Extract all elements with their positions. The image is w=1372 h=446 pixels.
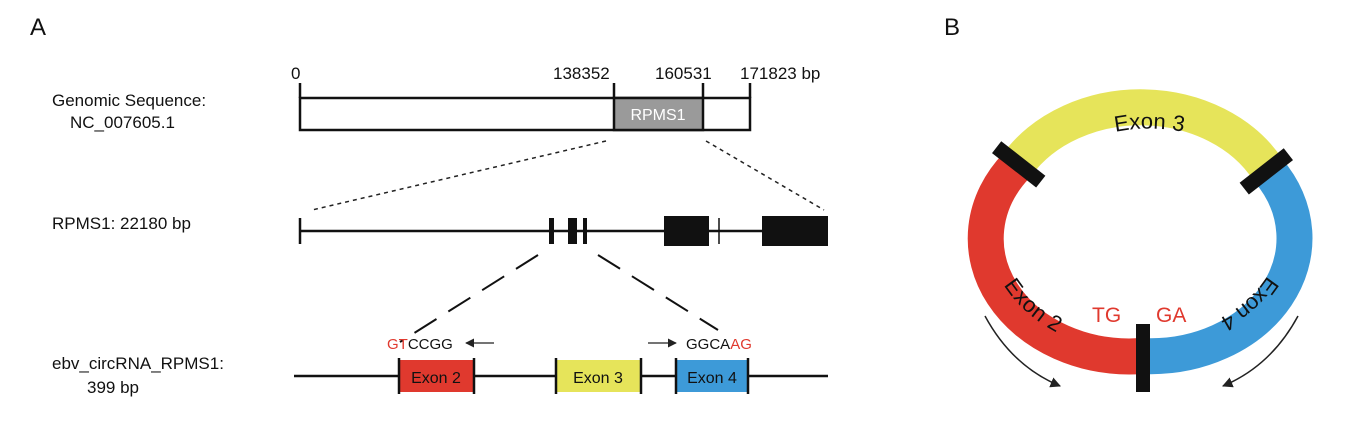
circrna-label-line1: ebv_circRNA_RPMS1: (52, 354, 224, 373)
junction-bar-right (1239, 148, 1293, 195)
exon2-box (399, 360, 474, 392)
exon2-label: Exon 2 (411, 370, 461, 387)
zoom-line-left (311, 140, 607, 211)
ring-exon2-arc (967, 152, 1144, 375)
circrna-ring: Exon 3 Exon 2 Exon 4 TG GA (967, 89, 1313, 392)
junction-bar-bottom (1136, 324, 1150, 392)
splice-seq-right-red: AG (730, 336, 752, 353)
ring-junction-left-label: TG (1092, 304, 1121, 327)
exon-block (664, 216, 709, 246)
exon3-label: Exon 3 (573, 370, 623, 387)
tick-label-138352: 138352 (553, 64, 610, 83)
splice-seq-right: GGCAAG (686, 336, 752, 353)
circrna-label-line2: 399 bp (87, 378, 139, 397)
rpms1-gene-label: RPMS1 (630, 107, 685, 124)
rpms1-gene-structure (298, 216, 828, 246)
ring-junction-right-label: GA (1156, 304, 1186, 327)
curved-arrow-right-icon (1222, 315, 1299, 388)
exon-block (568, 218, 577, 244)
curved-arrow-left-icon (984, 315, 1061, 388)
rpms1-length-label: RPMS1: 22180 bp (52, 214, 191, 233)
tick-label-171823: 171823 bp (740, 64, 821, 83)
exon3-box (556, 360, 641, 392)
exon-block (762, 216, 828, 246)
panel-label-a: A (30, 14, 47, 41)
ring-exon3-label: Exon 3 (1112, 108, 1186, 136)
splice-seq-left-red: GT (387, 336, 408, 353)
splice-seq-left: GTCCGG (387, 336, 453, 353)
genomic-sequence-bar: RPMS1 (298, 83, 752, 132)
splice-seq-right-black: GGCA (686, 336, 730, 353)
exon-block (549, 218, 554, 244)
genomic-label-line2: NC_007605.1 (70, 113, 175, 132)
exon4-label: Exon 4 (687, 370, 737, 387)
ring-exon4-arc (1141, 158, 1313, 375)
rpms1-gene-box (612, 96, 705, 132)
circrna-exon-structure: Exon 2 Exon 3 Exon 4 (294, 358, 828, 394)
zoom-line-right (705, 140, 825, 211)
tick-label-0: 0 (291, 64, 301, 83)
junction-bar-left (992, 141, 1046, 188)
exon4-box (676, 360, 748, 392)
ring-exon3-arc (1002, 89, 1284, 181)
splice-seq-left-black: CCGG (408, 336, 453, 353)
exon-block (583, 218, 587, 244)
tick-label-160531: 160531 (655, 64, 712, 83)
zoom-line-exon2 (399, 254, 539, 343)
zoom-line-exon4 (597, 254, 719, 331)
panel-label-b: B (944, 14, 961, 41)
genomic-label-line1: Genomic Sequence: (52, 91, 207, 110)
